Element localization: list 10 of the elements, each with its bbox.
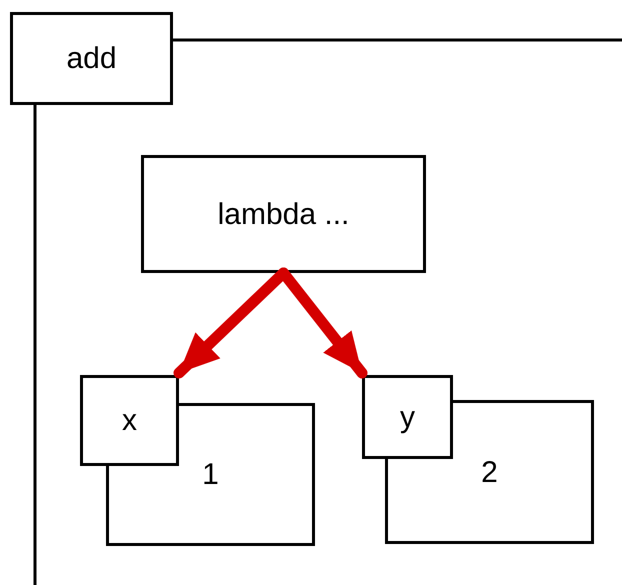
arrow — [278, 268, 368, 378]
node-label: x — [122, 403, 137, 439]
node-label: lambda ... — [218, 196, 350, 232]
node-label: 1 — [202, 457, 219, 493]
name-box — [362, 375, 453, 459]
process-box — [141, 155, 426, 273]
node-label: y — [400, 400, 415, 436]
node-label: 2 — [481, 454, 498, 490]
frame-title: add — [66, 41, 117, 77]
name-box — [80, 375, 179, 466]
